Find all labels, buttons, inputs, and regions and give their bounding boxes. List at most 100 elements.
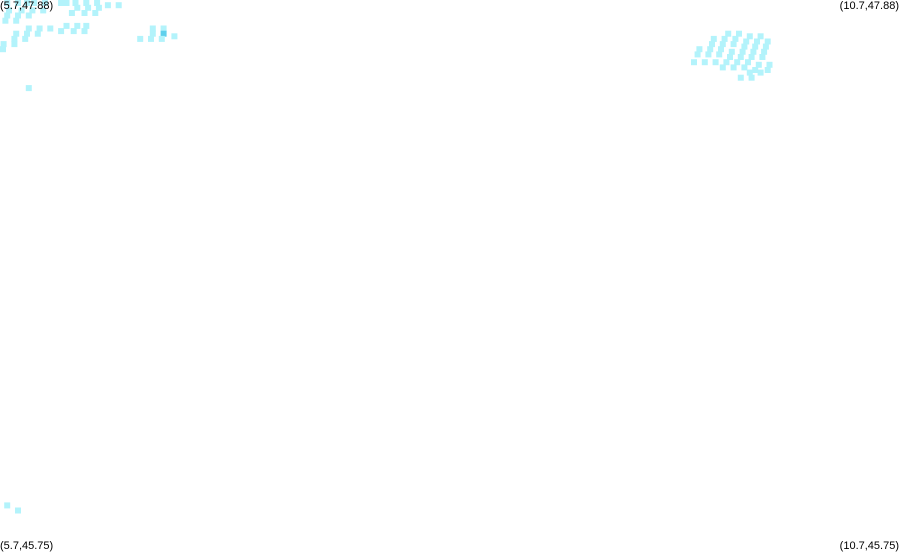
map-cell xyxy=(13,30,20,37)
map-cell xyxy=(746,33,753,40)
map-cell xyxy=(22,35,29,42)
corner-label-bottom-right: (10.7,45.75) xyxy=(839,540,899,552)
map-cell xyxy=(712,59,719,66)
map-cell xyxy=(719,64,726,71)
map-cell xyxy=(148,35,154,42)
map-cell xyxy=(85,4,92,11)
map-cell xyxy=(63,0,70,6)
map-cell xyxy=(149,25,156,32)
map-cell xyxy=(764,38,771,45)
map-cell xyxy=(11,35,18,42)
map-cell xyxy=(721,35,728,42)
map-cell xyxy=(6,7,12,14)
map-cell xyxy=(737,74,744,81)
map-cell xyxy=(29,7,36,14)
map-cell xyxy=(696,46,703,53)
map-cell xyxy=(18,7,25,14)
map-cell xyxy=(115,2,122,9)
map-cell xyxy=(705,51,712,58)
map-cell xyxy=(694,51,701,58)
map-cell xyxy=(730,41,737,48)
map-cell xyxy=(746,69,753,76)
map-cell xyxy=(728,48,735,55)
map-cell xyxy=(31,0,38,6)
map-cell xyxy=(757,33,764,40)
map-cell xyxy=(63,22,70,29)
map-cell xyxy=(2,17,9,24)
map-cell xyxy=(24,30,30,37)
map-cell xyxy=(0,41,7,48)
map-cell xyxy=(40,7,47,14)
map-cell xyxy=(104,2,111,9)
map-cell xyxy=(74,22,81,29)
map-cell xyxy=(160,25,167,32)
map-cell xyxy=(739,48,746,55)
map-cell xyxy=(11,41,18,48)
map-cell xyxy=(68,10,75,16)
map-cell xyxy=(691,59,697,66)
map-cell xyxy=(15,507,21,514)
map-cell xyxy=(762,43,769,50)
map-cell xyxy=(15,0,21,6)
map-cell xyxy=(72,0,79,6)
map-cell xyxy=(158,35,165,42)
map-cell xyxy=(149,30,156,37)
map-cell xyxy=(741,64,748,71)
map-cell xyxy=(74,4,81,11)
map-cell xyxy=(748,74,755,81)
map-cell xyxy=(750,48,757,55)
map-cell xyxy=(723,59,730,66)
map-cell xyxy=(83,0,90,6)
corner-label-bottom-left: (5.7,45.75) xyxy=(0,540,54,552)
map-cell xyxy=(25,25,32,32)
map-cell xyxy=(748,54,755,60)
map-cell xyxy=(734,59,741,66)
map-cell xyxy=(764,67,771,73)
map-cell xyxy=(736,30,742,37)
map-cell xyxy=(707,46,714,53)
map-cell xyxy=(732,35,739,42)
map-cell xyxy=(15,12,21,19)
map-cell xyxy=(0,46,6,53)
map-cell xyxy=(25,85,32,92)
map-cell xyxy=(718,46,724,53)
map-cell xyxy=(737,54,744,60)
map-cell xyxy=(83,22,90,29)
map-cell xyxy=(727,54,733,60)
map-cell xyxy=(36,25,43,32)
map-cell xyxy=(4,502,11,509)
map-cell xyxy=(34,30,41,37)
map-cell xyxy=(752,67,759,73)
map-cell xyxy=(743,38,750,45)
map-cell xyxy=(716,51,723,58)
map-cell xyxy=(710,35,717,42)
map-cell xyxy=(94,0,101,6)
map-cell xyxy=(759,54,766,60)
map-cell xyxy=(709,41,715,48)
map-cell xyxy=(58,0,65,6)
map-cell xyxy=(752,43,759,50)
map-cell xyxy=(81,28,88,35)
map-cell xyxy=(4,12,11,19)
map-cell xyxy=(81,10,88,16)
map-cell xyxy=(741,43,748,50)
corner-label-top-right: (10.7,47.88) xyxy=(839,0,899,12)
map-cell xyxy=(754,38,760,45)
map-cell xyxy=(92,10,99,16)
map-cell xyxy=(24,0,30,6)
map-cell xyxy=(725,30,732,37)
map-cell xyxy=(766,61,773,68)
map-cell xyxy=(137,35,144,42)
map-cell xyxy=(730,64,737,71)
map-cell xyxy=(95,4,102,11)
map-cell xyxy=(25,12,32,19)
map-cell xyxy=(58,28,65,35)
map-cell xyxy=(745,59,751,66)
corner-label-top-left: (5.7,47.88) xyxy=(0,0,54,12)
map-cell-highlighted xyxy=(160,30,167,37)
map-cell xyxy=(701,59,708,66)
map-cell xyxy=(70,28,77,35)
map-cell xyxy=(761,48,768,55)
